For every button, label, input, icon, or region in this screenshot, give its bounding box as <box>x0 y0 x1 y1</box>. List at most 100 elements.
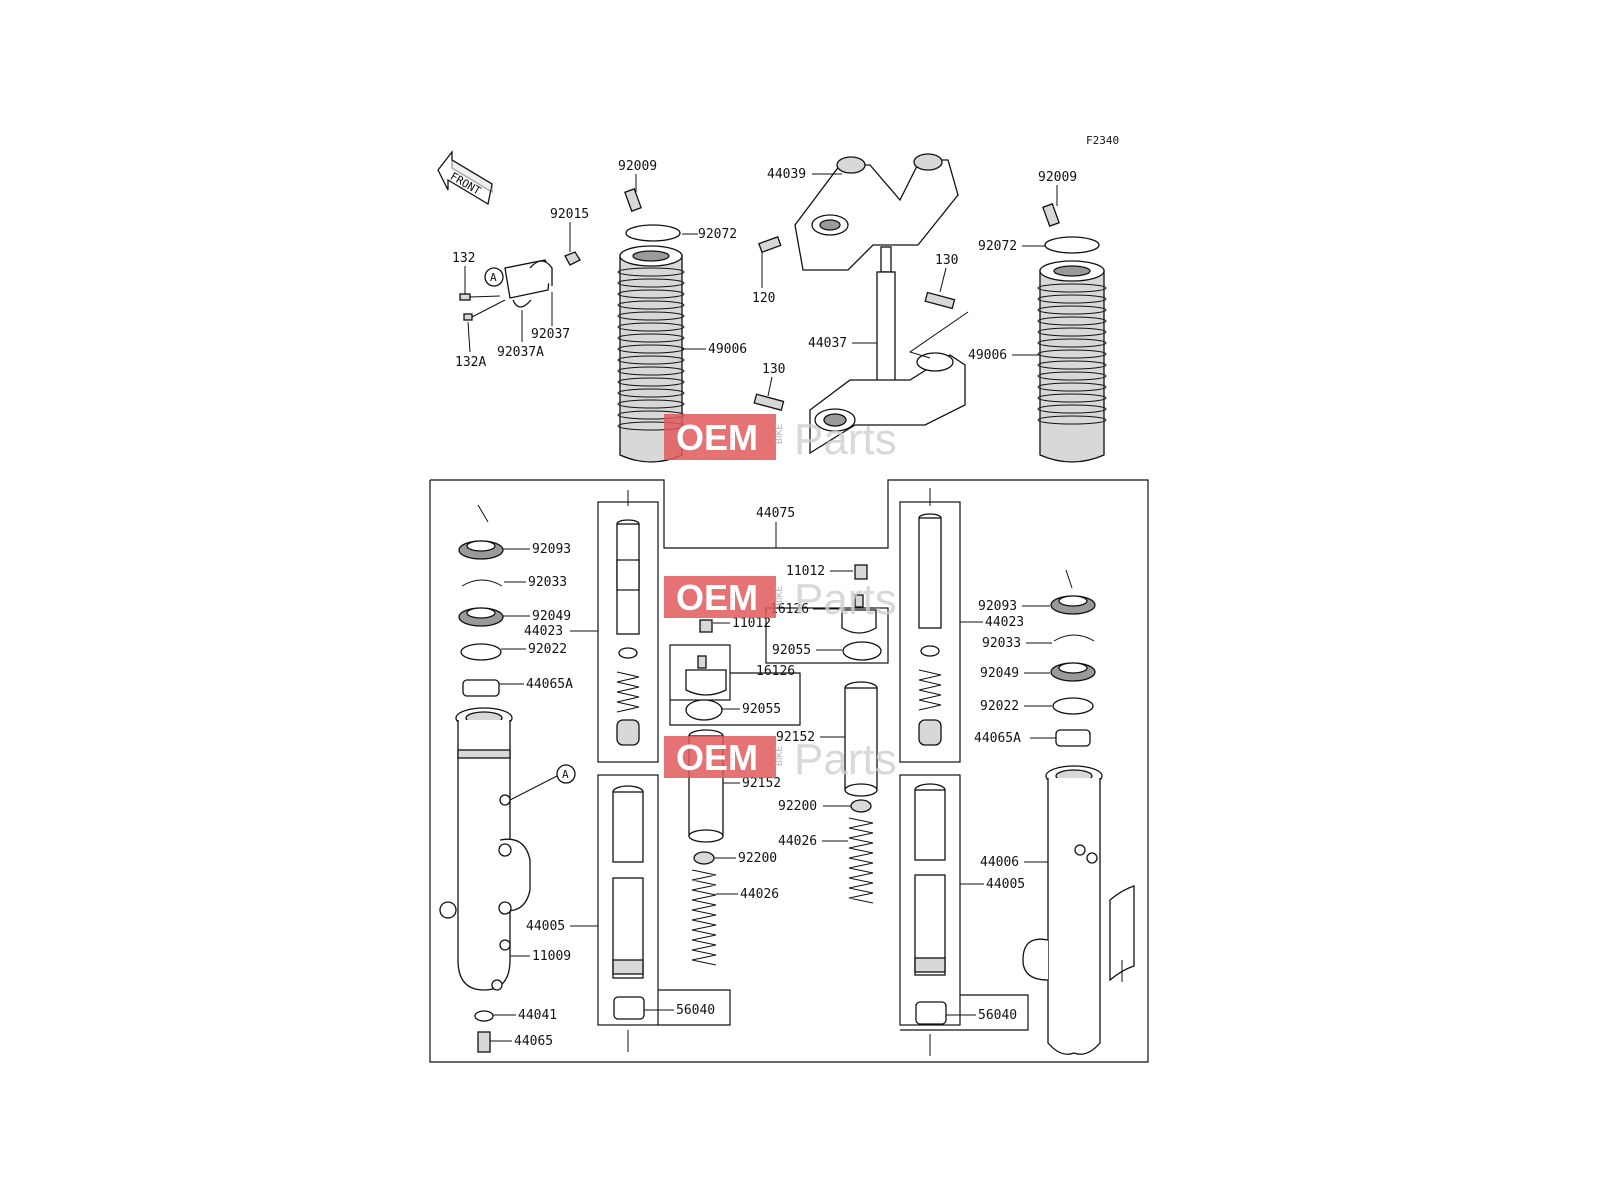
washer-92200-left-icon <box>693 851 715 865</box>
label-44041: 44065 <box>514 1034 553 1049</box>
fork-boot-left <box>617 188 685 463</box>
boot-rib <box>1037 360 1107 370</box>
label-92152-right: 92152 <box>776 730 815 745</box>
spring-coil <box>848 817 874 904</box>
bolt-132-icon <box>459 293 471 301</box>
fork-assembly-frame <box>429 479 1149 1063</box>
label-16126-lower: 16126 <box>756 664 795 679</box>
bolt-132a-icon <box>463 313 473 321</box>
boot-rib <box>1037 415 1107 425</box>
svg-text:OEM: OEM <box>676 577 758 618</box>
boot-rib <box>1037 371 1107 381</box>
screw-92009-left-icon <box>624 188 642 212</box>
label-92055-upper: 92055 <box>772 643 811 658</box>
boot-rib <box>617 333 685 343</box>
bolt-130-lower-icon <box>753 393 785 411</box>
label-92037a: 92037A <box>497 345 544 360</box>
ref-a-marker-lower <box>556 764 576 784</box>
guard-56040-icon <box>1109 885 1135 982</box>
label-44013-left: 44005 <box>526 919 565 934</box>
washer-11009-icon <box>474 1010 494 1022</box>
label-44006: 44006 <box>980 855 1019 870</box>
svg-text:OEM: OEM <box>676 737 758 778</box>
spring-coil <box>616 671 640 713</box>
label-92200-left: 92200 <box>738 851 777 866</box>
boot-rib <box>1037 349 1107 359</box>
upper-bracket <box>794 153 959 271</box>
label-11009: 44041 <box>518 1008 557 1023</box>
inner-tube-left <box>612 785 645 1052</box>
label-44026-right: 44026 <box>778 834 817 849</box>
valve-11012-lower-icon <box>699 619 713 633</box>
ref-a-label-lower: A <box>562 768 569 781</box>
inner-tube-right <box>914 783 947 1056</box>
seal-stack-right <box>1050 569 1096 747</box>
boot-rib <box>1037 283 1107 293</box>
label-92009-right: 92009 <box>1038 170 1077 185</box>
bolt-130-upper-icon <box>924 291 956 310</box>
label-92200-right: 92200 <box>778 799 817 814</box>
label-11012-lower: 11012 <box>732 616 771 631</box>
boot-rib <box>1037 294 1107 304</box>
fork-tube-left-upper <box>616 490 640 746</box>
spring-coil <box>691 869 717 966</box>
boot-rib <box>1037 382 1107 392</box>
label-130-lower: 130 <box>762 362 785 377</box>
spring-44026-left <box>691 869 717 966</box>
label-11012-upper: 11012 <box>786 564 825 579</box>
ref-a-label: A <box>490 271 497 284</box>
label-44005: 11009 <box>532 949 571 964</box>
boot-rib <box>1037 338 1107 348</box>
label-44026-left: 44026 <box>740 887 779 902</box>
fork-boot-right <box>1037 203 1107 463</box>
svg-text:Parts: Parts <box>794 735 897 784</box>
label-92009-left: 92009 <box>618 159 657 174</box>
svg-text:OEM: OEM <box>676 417 758 458</box>
fork-cap-left <box>685 619 727 721</box>
outer-tube-right <box>1022 765 1103 1055</box>
label-92022-right: 92022 <box>980 699 1019 714</box>
spring-coil <box>918 669 942 711</box>
svg-text:BIKE: BIKE <box>774 423 784 444</box>
label-44075: 44075 <box>756 506 795 521</box>
label-92015: 92015 <box>550 207 589 222</box>
boot-rib <box>617 377 685 387</box>
bolt-44041-icon <box>477 1031 491 1053</box>
oring-92055-upper-icon <box>842 641 882 661</box>
boot-rib <box>1037 305 1107 315</box>
boot-rib <box>1037 393 1107 403</box>
boot-rib <box>617 322 685 332</box>
boot-rib <box>617 311 685 321</box>
svg-text:Parts: Parts <box>794 575 897 624</box>
label-92072-left: 92072 <box>698 227 737 242</box>
label-44013-right: 44005 <box>986 877 1025 892</box>
clamp-92072-right-icon <box>1044 236 1100 254</box>
boot-rib <box>1037 404 1107 414</box>
label-92049-left: 92049 <box>532 609 571 624</box>
label-44023-left: 44023 <box>524 624 563 639</box>
svg-text:BIKE: BIKE <box>774 585 784 606</box>
valve-11012-upper-icon <box>854 564 868 580</box>
label-49006-right: 49006 <box>968 348 1007 363</box>
label-44037: 44037 <box>808 336 847 351</box>
label-92033-left: 92033 <box>528 575 567 590</box>
label-44065a-right: 44065A <box>974 731 1021 746</box>
label-92037: 92037 <box>531 327 570 342</box>
steering-stem <box>809 246 966 455</box>
label-92152-left: 92152 <box>742 776 781 791</box>
spacer-92152-right <box>844 681 878 797</box>
inner-box-left-lower <box>597 774 659 1026</box>
boot-rib <box>617 355 685 365</box>
svg-text:Parts: Parts <box>794 415 897 464</box>
boot-rib <box>617 289 685 299</box>
boot-rib <box>617 267 685 277</box>
cable-bracket-assembly: A <box>459 251 581 321</box>
clamp-92037a-icon <box>512 299 532 308</box>
label-92093-right: 92093 <box>978 599 1017 614</box>
label-44065-left: 56040 <box>676 1003 715 1018</box>
boot-rib <box>617 300 685 310</box>
boot-rib <box>617 366 685 376</box>
watermark-top: OEM BIKE Parts <box>664 414 897 464</box>
boot-rib <box>1037 327 1107 337</box>
